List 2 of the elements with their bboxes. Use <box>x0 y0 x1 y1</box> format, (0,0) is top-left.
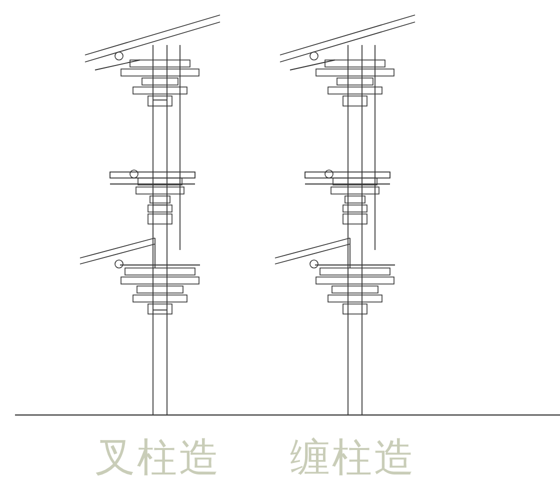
caption-text: 叉柱造 <box>95 434 221 483</box>
caption-text: 缠柱造 <box>290 434 416 483</box>
